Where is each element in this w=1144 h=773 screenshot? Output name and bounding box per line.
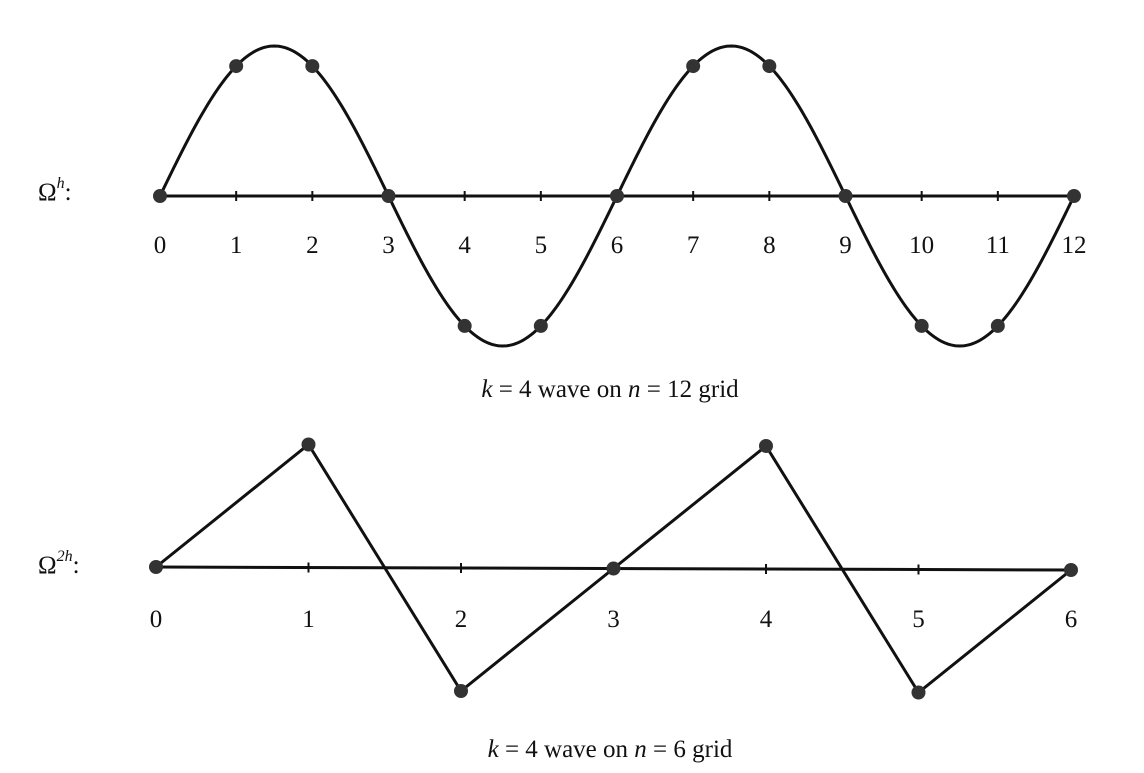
fine-tick-label: 10 [909,232,934,259]
fine-sample-point [381,189,396,203]
coarse-grid-tick-labels: 0 1 2 3 4 5 6 [150,606,1078,633]
fine-sample-point [153,189,167,203]
fine-caption-n-value: = 12 grid [641,376,740,403]
fine-grid-sample-points [153,59,1081,333]
fine-grid-caption: k = 4 wave on n = 12 grid [481,376,739,403]
coarse-tick-label: 1 [302,606,315,633]
coarse-caption-k-value: = 4 wave on [499,736,635,763]
coarse-sample-point [606,561,621,576]
coarse-sample-point [149,560,163,574]
fine-tick-label: 0 [154,232,167,259]
fine-tick-label: 6 [611,232,624,259]
coarse-caption-n-value: = 6 grid [647,736,733,763]
fine-grid-label-superscript: h [57,175,65,192]
fine-sample-point [533,318,548,333]
coarse-grid-label-symbol: Ω [38,552,57,579]
fine-tick-label: 12 [1062,232,1087,259]
fine-sample-point [838,189,853,203]
fine-tick-label: 3 [382,232,395,259]
fine-sample-point [305,59,320,74]
coarse-caption-k: k [488,736,500,763]
fine-tick-label: 5 [535,232,548,259]
fine-grid-label: Ωh: [38,175,72,206]
fine-sample-point [457,318,472,333]
coarse-tick-label: 0 [150,606,163,633]
fine-tick-label: 8 [763,232,776,259]
fine-sample-point [914,318,929,333]
coarse-grid-label: Ω2h: [38,548,80,579]
coarse-tick-label: 3 [607,606,620,633]
fine-sample-point [686,59,701,74]
fine-sample-point [762,59,777,74]
fine-grid-label-suffix: : [65,179,72,206]
fine-tick-label: 2 [306,232,319,259]
coarse-sample-point [911,685,926,700]
coarse-tick-label: 5 [912,606,925,633]
fine-grid-label-symbol: Ω [38,179,57,206]
coarse-tick-label: 2 [455,606,468,633]
coarse-tick-label: 4 [760,606,773,633]
coarse-grid-caption: k = 4 wave on n = 6 grid [488,736,733,763]
coarse-sample-point [301,437,316,452]
coarse-caption-n: n [634,736,647,763]
fine-caption-k: k [481,376,493,403]
fine-tick-label: 7 [687,232,700,259]
fine-sample-point [610,189,624,203]
coarse-grid-panel: Ω2h: 0 1 2 3 4 5 6 k = 4 wave on n = 6 grid [38,437,1078,763]
coarse-grid-label-suffix: : [73,552,80,579]
coarse-tick-label: 6 [1065,606,1078,633]
fine-tick-label: 9 [839,232,852,259]
fine-sample-point [990,318,1005,333]
fine-caption-k-value: = 4 wave on [492,376,628,403]
coarse-sample-point [454,684,468,698]
fine-tick-label: 4 [458,232,471,259]
fine-tick-label: 1 [230,232,243,259]
coarse-sample-point [759,439,773,453]
fine-tick-label: 11 [986,232,1010,259]
coarse-grid-label-superscript: 2h [57,548,73,565]
fine-sample-point [1067,189,1081,203]
coarse-grid-sample-points [149,437,1078,700]
fine-caption-n: n [628,376,641,403]
coarse-sample-point [1064,563,1078,577]
fine-sample-point [229,59,244,74]
